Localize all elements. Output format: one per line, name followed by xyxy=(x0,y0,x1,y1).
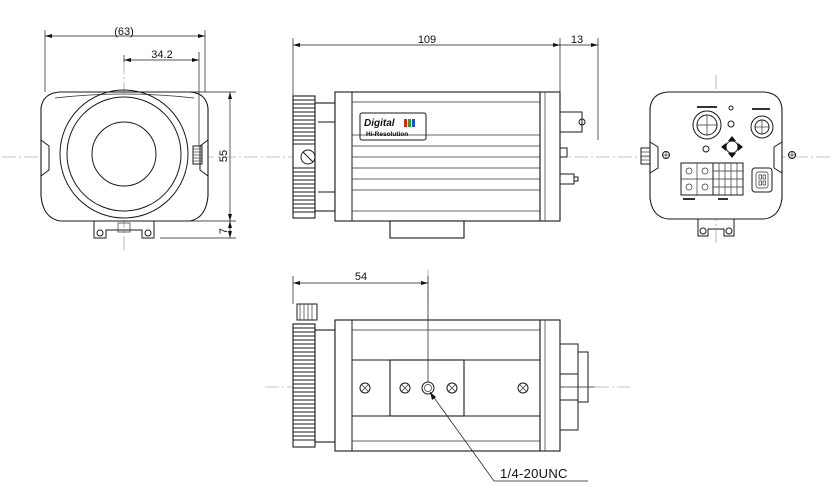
pin-header-icon xyxy=(712,162,744,196)
front-view xyxy=(40,89,209,239)
body-length-label: 109 xyxy=(418,34,436,46)
power-connector-icon xyxy=(751,167,773,193)
mount-offset-label: 54 xyxy=(355,271,367,283)
focus-knob-icon xyxy=(192,145,203,165)
bottom-view-dimensions: 54 1/4-20UNC xyxy=(292,271,588,482)
logo-line1: Digital xyxy=(364,118,395,129)
aux-connector-icon xyxy=(750,115,774,139)
logo-line2: Hi-Resolution xyxy=(366,131,408,138)
side-view-dimensions: 109 13 xyxy=(292,34,599,140)
mount-height-label: 7 xyxy=(218,228,230,234)
front-view-dimensions: (63) 34.2 55 7 xyxy=(44,26,236,239)
side-knob-icon xyxy=(640,147,651,165)
rear-view xyxy=(640,91,796,237)
height-label: 55 xyxy=(218,150,230,162)
thread-label: 1/4-20UNC xyxy=(500,466,568,481)
mount-screw-icon xyxy=(359,382,529,394)
side-view: Digital Hi-Resolution xyxy=(292,91,586,239)
video-out-connector-icon xyxy=(692,110,722,140)
knurl-pattern xyxy=(293,99,315,213)
front-offset-label: 34.2 xyxy=(151,49,172,61)
brand-logo: Digital Hi-Resolution xyxy=(359,112,427,141)
front-width-label: (63) xyxy=(114,26,134,38)
direction-pad-icon xyxy=(721,136,743,158)
bottom-view xyxy=(292,303,595,452)
connector-length-label: 13 xyxy=(571,34,583,46)
knurl-pattern-bottom xyxy=(293,327,315,441)
